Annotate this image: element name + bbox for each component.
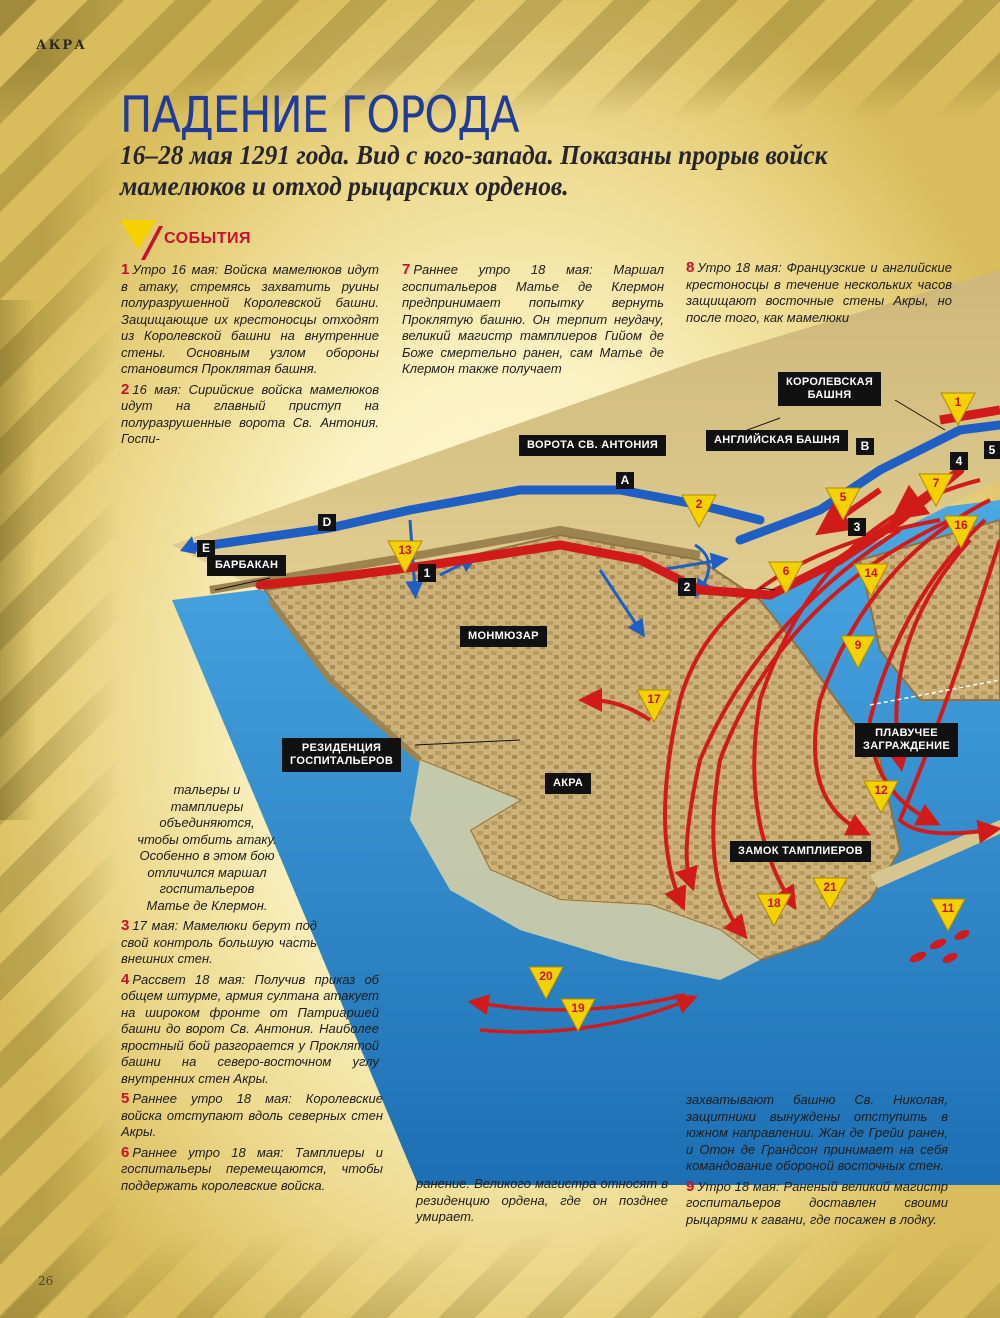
letter-marker-a: A: [616, 472, 634, 489]
events-column-2-bottom: ранение. Великого магистра относят в рез…: [416, 1176, 668, 1230]
triangle-marker-11: 11: [930, 898, 966, 933]
event-text: Утро 18 мая: Раненый великий магистр гос…: [686, 1178, 948, 1227]
events-column-3-bottom: захватывают башню Св. Николая, защитники…: [686, 1092, 948, 1232]
running-head: АКРА: [36, 38, 87, 53]
label-barbican: БАРБАКАН: [207, 555, 287, 576]
page-title: ПАДЕНИЕ ГОРОДА: [120, 86, 520, 144]
events-column-1-bottom: тальеры и тамплиеры объединяются, чтобы …: [121, 782, 383, 1198]
triangle-marker-14: 14: [853, 563, 889, 598]
hazard-stripes-bottom: [0, 1230, 1000, 1318]
event-number: 5: [121, 1090, 130, 1107]
label-hospitaller-residence: РЕЗИДЕНЦИЯ ГОСПИТАЛЬЕРОВ: [282, 738, 402, 772]
event-number: 6: [121, 1143, 130, 1161]
event-number: 3: [121, 917, 130, 934]
event-item-2-continued: тальеры и тамплиеры объединяются, чтобы …: [137, 782, 277, 913]
square-marker-2: 2: [678, 578, 696, 596]
triangle-marker-5: 5: [825, 487, 861, 522]
letter-marker-e: E: [197, 540, 215, 557]
square-marker-3: 3: [848, 518, 866, 536]
label-acre: АКРА: [545, 773, 592, 794]
event-text: 17 мая: Мамелюки берут под свой контроль…: [121, 918, 317, 966]
triangle-marker-16: 16: [943, 515, 979, 550]
event-number: 8: [686, 259, 695, 276]
event-text: Утро 18 мая: Французские и английские кр…: [686, 260, 952, 325]
event-item-8-continued: захватывают башню Св. Николая, защитники…: [686, 1092, 948, 1173]
event-text: Раннее утро 18 мая: Маршал госпитальеров…: [402, 262, 664, 376]
triangle-marker-1: 1: [940, 392, 976, 427]
event-number: 4: [121, 970, 130, 988]
label-english-tower: АНГЛИЙСКАЯ БАШНЯ: [706, 430, 849, 451]
label-st-anthony-gate: ВОРОТА СВ. АНТОНИЯ: [519, 435, 667, 456]
events-heading-label: СОБЫТИЯ: [164, 230, 252, 247]
event-text: Рассвет 18 мая: Получив приказ об общем …: [121, 971, 379, 1086]
page-subtitle: 16–28 мая 1291 года. Вид с юго-запада. П…: [120, 140, 828, 201]
triangle-marker-6: 6: [768, 561, 804, 596]
label-floating-barrier: ПЛАВУЧЕЕ ЗАГРАЖДЕНИЕ: [855, 723, 958, 757]
event-number: 9: [686, 1177, 695, 1195]
event-text: Раннее утро 18 мая: Королевские войска о…: [121, 1091, 383, 1139]
hazard-stripes-top: [0, 0, 1000, 120]
triangle-marker-17: 17: [636, 689, 672, 724]
label-templar-castle: ЗАМОК ТАМПЛИЕРОВ: [730, 841, 871, 862]
triangle-marker-20: 20: [528, 966, 564, 1001]
triangle-marker-7: 7: [918, 473, 954, 508]
label-royal-tower: КОРОЛЕВСКАЯ БАШНЯ: [778, 372, 882, 406]
triangle-marker-19: 19: [560, 998, 596, 1033]
event-number: 1: [121, 261, 130, 278]
page-number: 26: [38, 1274, 54, 1288]
event-item-7-continued: ранение. Великого магистра относят в рез…: [416, 1176, 668, 1224]
square-marker-5: 5: [984, 441, 1000, 459]
square-marker-4: 4: [950, 452, 968, 470]
event-number: 2: [121, 380, 130, 398]
event-text: 16 мая: Сирийские войска мамелюков идут …: [121, 381, 379, 447]
event-text: Раннее утро 18 мая: Тамплиеры и госпитал…: [121, 1144, 383, 1193]
triangle-marker-13: 13: [387, 540, 423, 575]
label-montmusard: МОНМЮЗАР: [460, 626, 547, 647]
triangle-marker-2: 2: [681, 494, 717, 529]
letter-marker-d: D: [318, 514, 336, 531]
letter-marker-b: B: [856, 438, 874, 455]
triangle-marker-21: 21: [812, 877, 848, 912]
event-number: 7: [402, 261, 411, 278]
triangle-marker-18: 18: [756, 893, 792, 928]
triangle-marker-12: 12: [863, 780, 899, 815]
square-marker-1: 1: [418, 564, 436, 582]
side-decoration: [0, 300, 36, 820]
event-text: Утро 16 мая: Войска мамелюков идут в ата…: [121, 262, 379, 376]
triangle-marker-9: 9: [840, 635, 876, 670]
hazard-stripes-left: [0, 0, 120, 1318]
